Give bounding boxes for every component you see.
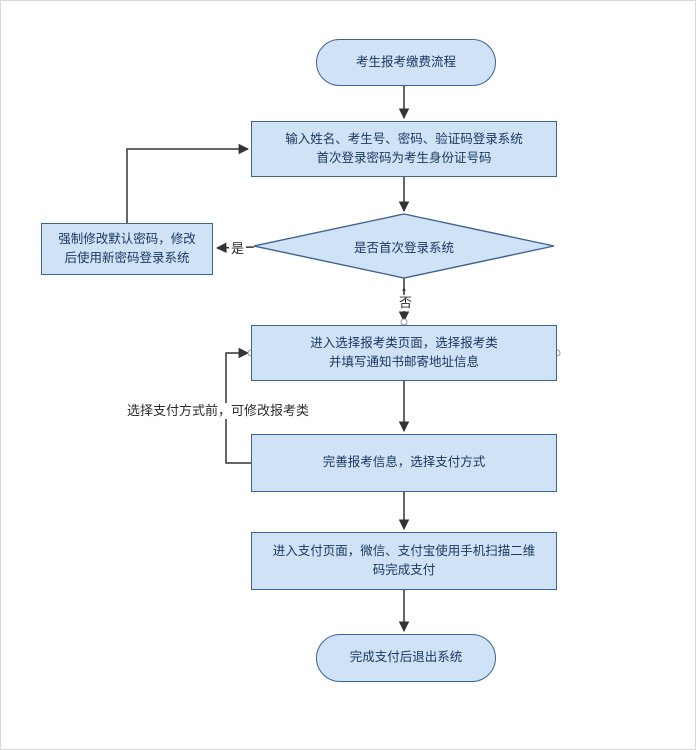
decision-diamond-shape (253, 213, 555, 279)
edge-label-no: 否 (397, 295, 415, 311)
end-node-label: 完成支付后退出系统 (349, 650, 463, 665)
edge-force-login (126, 143, 250, 223)
complete-info-step: 完善报考信息，选择支付方式 (251, 434, 557, 492)
payment-page-label: 进入支付页面，微信、支付宝使用手机扫描二维 码完成支付 (272, 543, 536, 577)
edge-label-yes: 是 (229, 241, 247, 257)
force-password-change-label: 强制修改默认密码，修改 后使用新密码登录系统 (58, 231, 196, 265)
decision-first-login: 是否首次登录系统 (284, 232, 524, 260)
force-password-change-step: 强制修改默认密码，修改 后使用新密码登录系统 (41, 223, 213, 275)
payment-page-step: 进入支付页面，微信、支付宝使用手机扫描二维 码完成支付 (251, 532, 557, 590)
decision-first-login-label: 是否首次登录系统 (353, 240, 454, 255)
start-node-label: 考生报考缴费流程 (355, 54, 456, 69)
end-node: 完成支付后退出系统 (316, 634, 496, 682)
start-node: 考生报考缴费流程 (316, 39, 496, 86)
complete-info-label: 完善报考信息，选择支付方式 (322, 455, 486, 470)
small-dot (402, 288, 406, 292)
select-category-step: 进入选择报考类页面，选择报考类 并填写通知书邮寄地址信息 (251, 325, 557, 381)
select-category-label: 进入选择报考类页面，选择报考类 并填写通知书邮寄地址信息 (310, 335, 498, 369)
login-step: 输入姓名、考生号、密码、验证码登录系统 首次登录密码为考生身份证号码 (251, 121, 557, 177)
login-step-label: 输入姓名、考生号、密码、验证码登录系统 首次登录密码为考生身份证号码 (285, 131, 523, 165)
edge-label-modify-note: 选择支付方式前，可修改报考类 (125, 403, 312, 419)
